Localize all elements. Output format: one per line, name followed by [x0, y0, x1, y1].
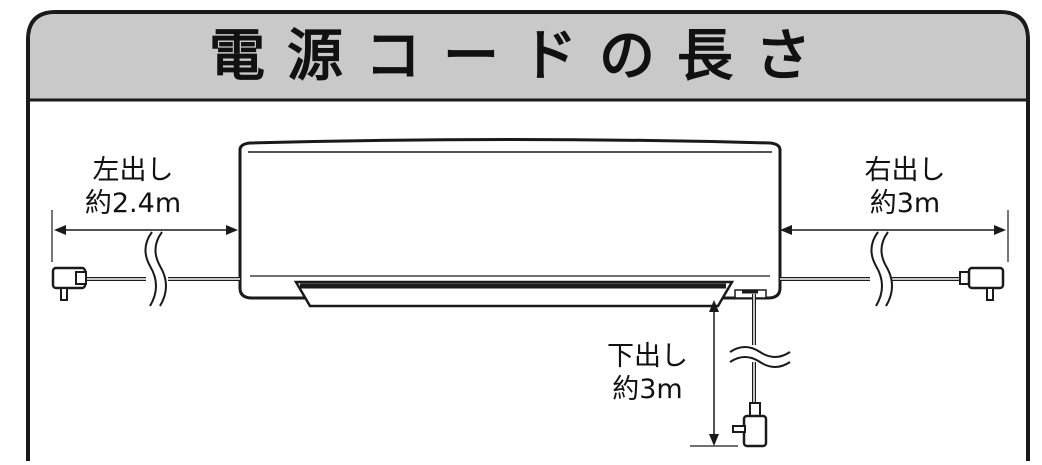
- ac-indoor-unit: [238, 138, 782, 308]
- bottom-outlet-length: 約3m: [612, 374, 683, 405]
- left-outlet-label: 左出し 約2.4m: [58, 154, 208, 220]
- bottom-outlet-label: 下出し 約3m: [590, 340, 705, 406]
- left-plug-icon: [51, 266, 87, 301]
- panel-title: 電源コードの長さ: [209, 24, 833, 89]
- bottom-dimension-arrow: [690, 300, 738, 447]
- right-outlet-direction: 右出し: [864, 155, 946, 186]
- bottom-plug-icon: [732, 402, 768, 448]
- right-outlet-label: 右出し 約3m: [830, 154, 980, 220]
- right-plug-icon: [959, 266, 1005, 301]
- bottom-outlet-direction: 下出し: [607, 341, 688, 372]
- right-dimension-arrow: [780, 210, 1009, 262]
- left-dimension-arrow: [51, 210, 238, 262]
- bottom-power-cord: [729, 294, 791, 405]
- right-outlet-length: 約3m: [869, 188, 941, 219]
- left-outlet-direction: 左出し: [92, 155, 174, 186]
- left-outlet-length: 約2.4m: [84, 188, 182, 219]
- left-power-cord: [84, 231, 240, 307]
